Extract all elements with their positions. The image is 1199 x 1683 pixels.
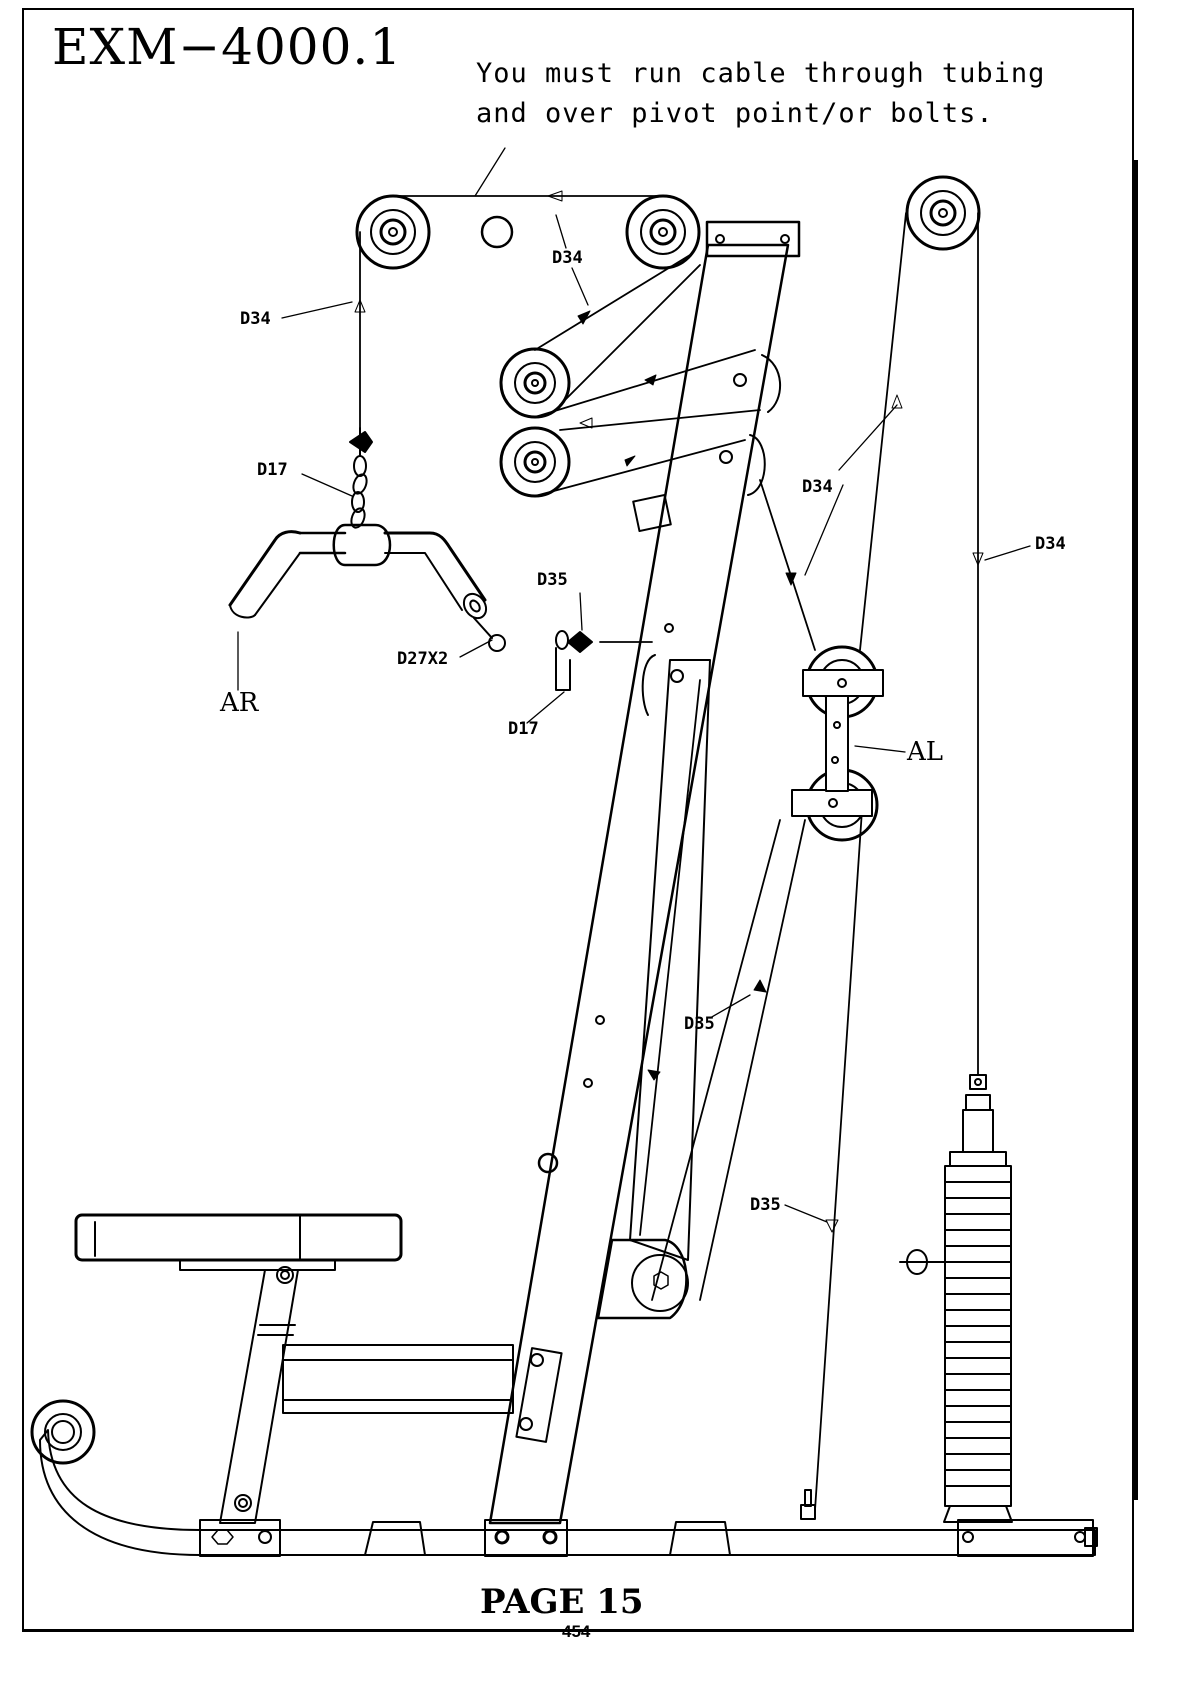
callout-d34-mid: D34 [802,479,833,496]
base-frame [32,1401,1097,1556]
cable-routing-note: You must run cable through tubing and ov… [476,54,1045,134]
page-label: PAGE 15 [480,1582,644,1622]
callout-d35-upper: D35 [537,572,568,589]
seat-assembly [76,1215,513,1523]
pulley-top-right [907,177,979,249]
floating-pulley-al [792,647,883,840]
callout-d35-mid: D35 [684,1016,715,1033]
note-line-2: and over pivot point/or bolts. [476,94,1045,134]
pulley-mid-upper [501,349,569,417]
callout-d17-lower: D17 [508,721,539,738]
pulley-top-left [357,196,429,268]
callout-d27: D27X2 [397,651,448,668]
weight-stack [801,1075,1012,1522]
cable-arrows [355,191,983,1232]
note-line-1: You must run cable through tubing [476,54,1045,94]
low-cable-clip [556,631,592,690]
pulley-top-middle [627,196,699,268]
callout-al: AL [907,739,943,765]
pulley-mid-lower [501,428,569,496]
cables [360,196,978,1510]
top-pulleys [357,177,979,715]
callout-d35-lower: D35 [750,1197,781,1214]
sheet-number: 454 [562,1622,590,1642]
grommet [482,217,512,247]
callout-ar: AR [220,690,258,716]
callout-d34-top: D34 [552,250,583,267]
callout-d34-left: D34 [240,311,271,328]
model-title: EXM−4000.1 [52,22,402,72]
callout-d34-right: D34 [1035,536,1066,553]
callout-d17-upper: D17 [257,462,288,479]
